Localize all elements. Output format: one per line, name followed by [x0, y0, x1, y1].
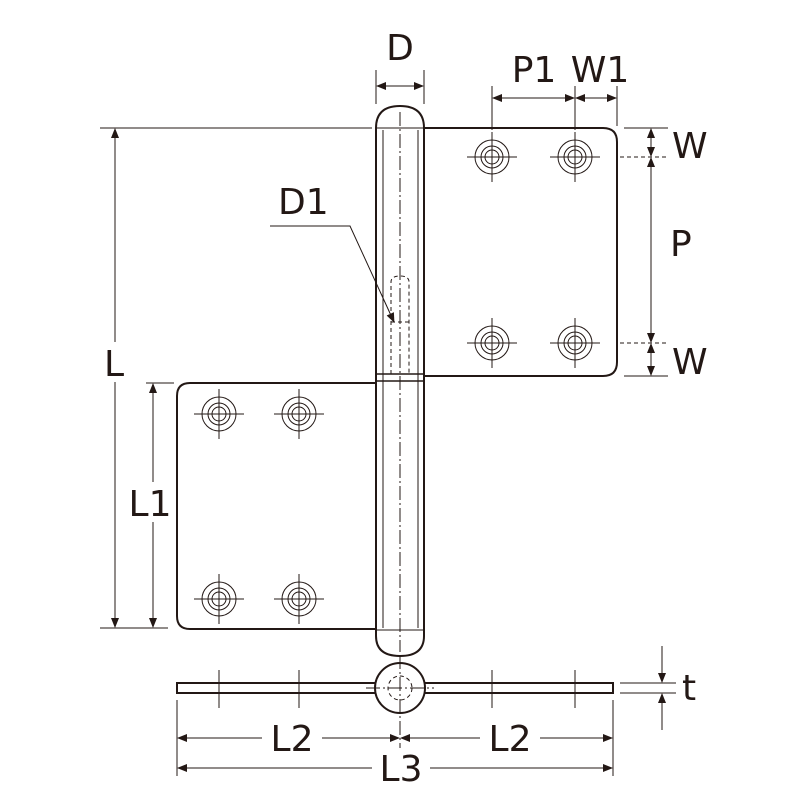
label-l1: L1	[129, 484, 172, 525]
upper-leaf	[421, 127, 618, 377]
label-w-top: W	[672, 126, 708, 167]
label-p1: P1	[512, 50, 557, 91]
dimension-t	[620, 646, 676, 730]
hole-upper-4	[550, 318, 600, 368]
hidden-pin	[390, 275, 410, 374]
label-l3: L3	[380, 749, 423, 790]
hole-lower-2	[274, 389, 324, 439]
hole-upper-1	[467, 132, 517, 182]
label-l2-left-gap	[262, 718, 322, 758]
label-d1: D1	[278, 182, 329, 223]
label-t: t	[682, 668, 696, 709]
lower-leaf	[176, 382, 377, 630]
hole-upper-2	[550, 132, 600, 182]
label-l2-left: L2	[271, 719, 314, 760]
label-l-gap	[100, 342, 130, 382]
label-l1-gap	[124, 482, 176, 522]
label-w-bottom: W	[672, 342, 708, 383]
dimension-p1-w1	[491, 86, 618, 130]
label-w1: W1	[571, 50, 630, 91]
label-d: D	[386, 28, 414, 69]
hole-lower-4	[274, 574, 324, 624]
dimension-w-p-w	[620, 127, 668, 377]
label-l3-gap	[372, 748, 430, 788]
dimension-d	[375, 70, 425, 104]
label-l: L	[104, 344, 124, 385]
hole-lower-1	[194, 389, 244, 439]
label-l2-right: L2	[489, 719, 532, 760]
hole-lower-3	[194, 574, 244, 624]
label-l2-right-gap	[480, 718, 540, 758]
label-p: P	[670, 224, 692, 265]
dimension-d1-leader	[270, 225, 395, 323]
hole-upper-3	[467, 318, 517, 368]
